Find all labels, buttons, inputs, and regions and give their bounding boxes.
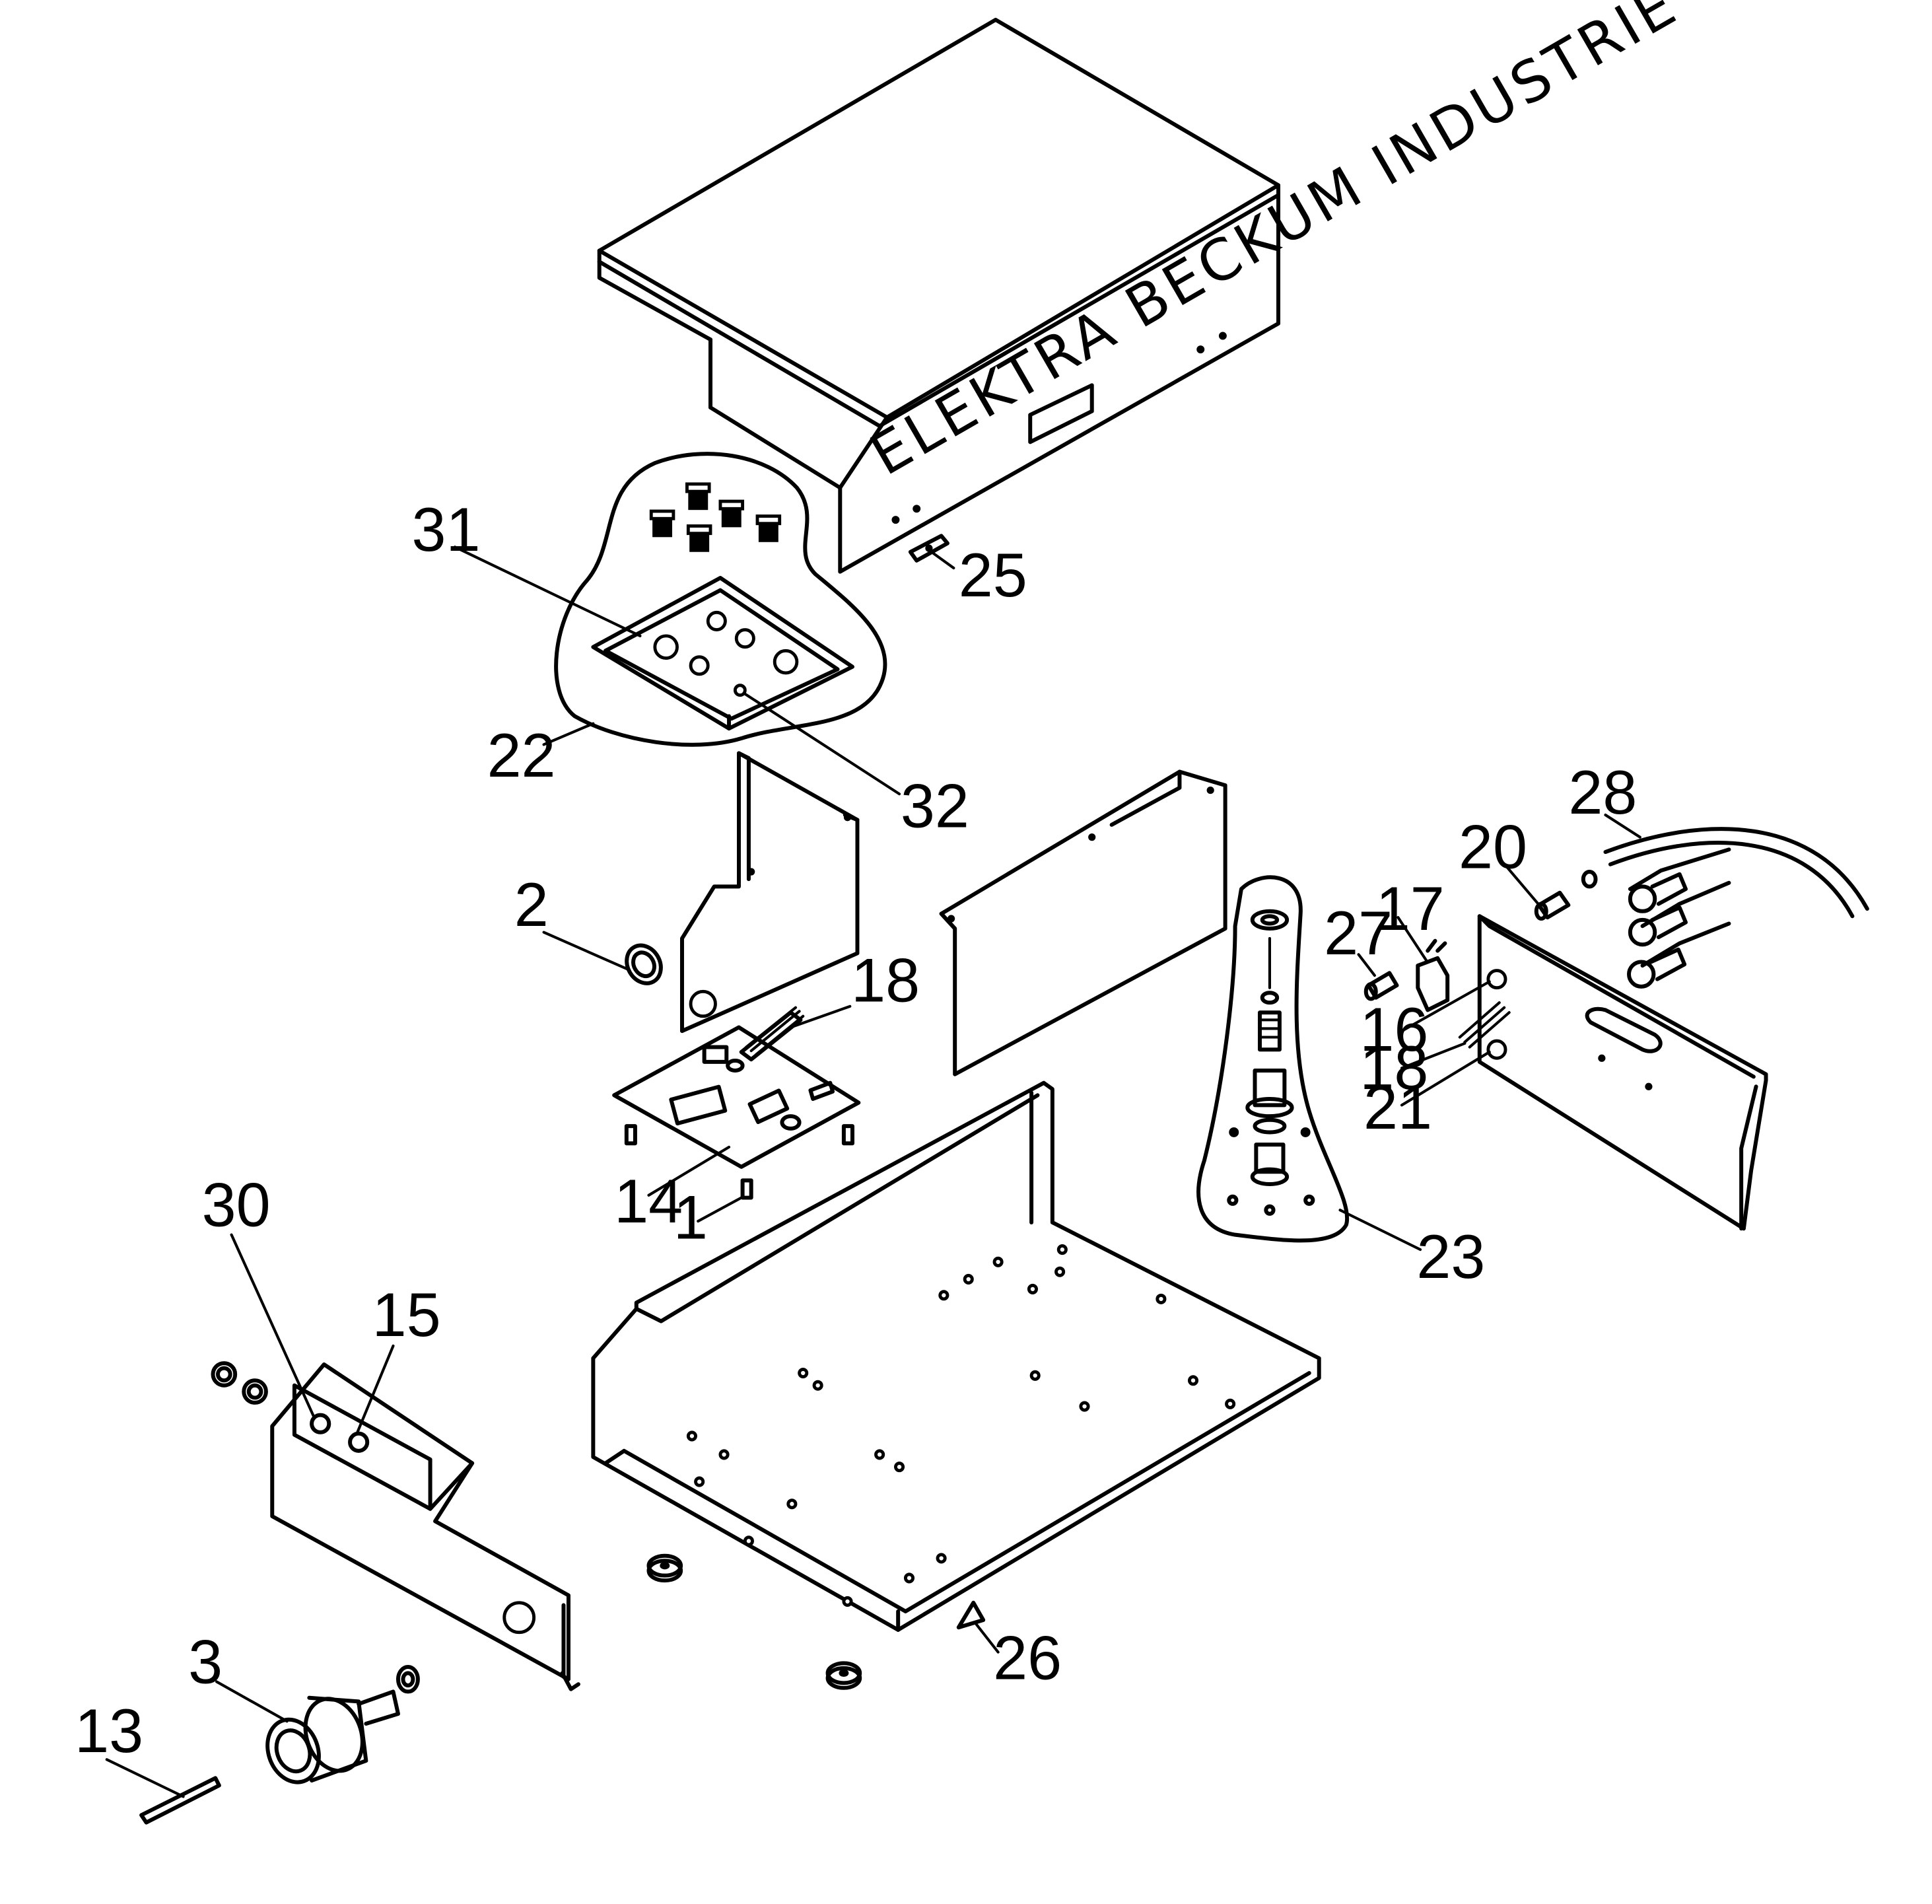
callout-3: 3 bbox=[188, 1627, 223, 1696]
callout-2: 2 bbox=[514, 870, 549, 939]
cover-brand-text: ELEKTRA BECKUM INDUSTRIE bbox=[860, 0, 1690, 489]
callout-14: 14 bbox=[614, 1166, 683, 1236]
callout-1: 1 bbox=[673, 1182, 708, 1252]
callout-31: 31 bbox=[412, 495, 481, 564]
callout-22: 22 bbox=[487, 721, 556, 790]
top-cover: ELEKTRA BECKUM INDUSTRIE bbox=[597, 0, 1690, 574]
rubber-foot-1 bbox=[646, 1553, 683, 1583]
callout-25: 25 bbox=[959, 540, 1027, 610]
part-25-plate bbox=[908, 534, 949, 563]
callout-32: 32 bbox=[901, 771, 969, 841]
callout-18-a: 18 bbox=[851, 945, 920, 1014]
control-panel-detail bbox=[554, 452, 887, 747]
callout-17: 17 bbox=[1376, 874, 1445, 943]
rubber-foot-2 bbox=[825, 1661, 862, 1690]
part-27-bushing bbox=[1363, 971, 1399, 1001]
callout-13: 13 bbox=[75, 1696, 143, 1765]
divider-panel bbox=[679, 751, 860, 1034]
callout-16: 16 bbox=[1360, 995, 1428, 1064]
part-26-clip bbox=[956, 1600, 986, 1630]
part-17-switch bbox=[1416, 938, 1450, 1012]
rear-panel bbox=[939, 769, 1227, 1076]
part-3-socket bbox=[265, 1665, 420, 1784]
part-2-grommet bbox=[625, 943, 663, 985]
callout-27: 27 bbox=[1324, 898, 1393, 968]
front-panel bbox=[270, 1362, 580, 1691]
callout-18-b: 18 bbox=[1360, 1033, 1428, 1102]
base-tray bbox=[591, 1080, 1321, 1632]
side-panel-right bbox=[1477, 914, 1768, 1231]
callouts: 31 25 22 32 2 18 14 1 30 15 3 13 26 23 1… bbox=[75, 495, 1637, 1765]
callout-30: 30 bbox=[202, 1170, 271, 1240]
knob-set bbox=[649, 482, 782, 552]
part-1-spacer bbox=[740, 1178, 753, 1200]
callout-26: 26 bbox=[993, 1623, 1062, 1693]
cable-18b bbox=[1458, 1001, 1511, 1049]
callout-15: 15 bbox=[372, 1280, 441, 1349]
tray-holes bbox=[686, 1244, 1236, 1607]
callout-20: 20 bbox=[1459, 812, 1527, 881]
part-20-plug bbox=[1534, 869, 1598, 921]
circuit-board bbox=[612, 1006, 861, 1169]
leader-lines bbox=[105, 546, 1641, 1798]
front-panel-knobs bbox=[211, 1361, 268, 1405]
part-28-cables bbox=[1603, 827, 1869, 989]
part-13-rod bbox=[139, 1776, 221, 1825]
callout-23: 23 bbox=[1416, 1222, 1485, 1291]
callout-21: 21 bbox=[1363, 1073, 1432, 1142]
rotor-detail bbox=[1196, 875, 1350, 1243]
callout-28: 28 bbox=[1568, 758, 1637, 827]
cover-window bbox=[1028, 383, 1094, 444]
